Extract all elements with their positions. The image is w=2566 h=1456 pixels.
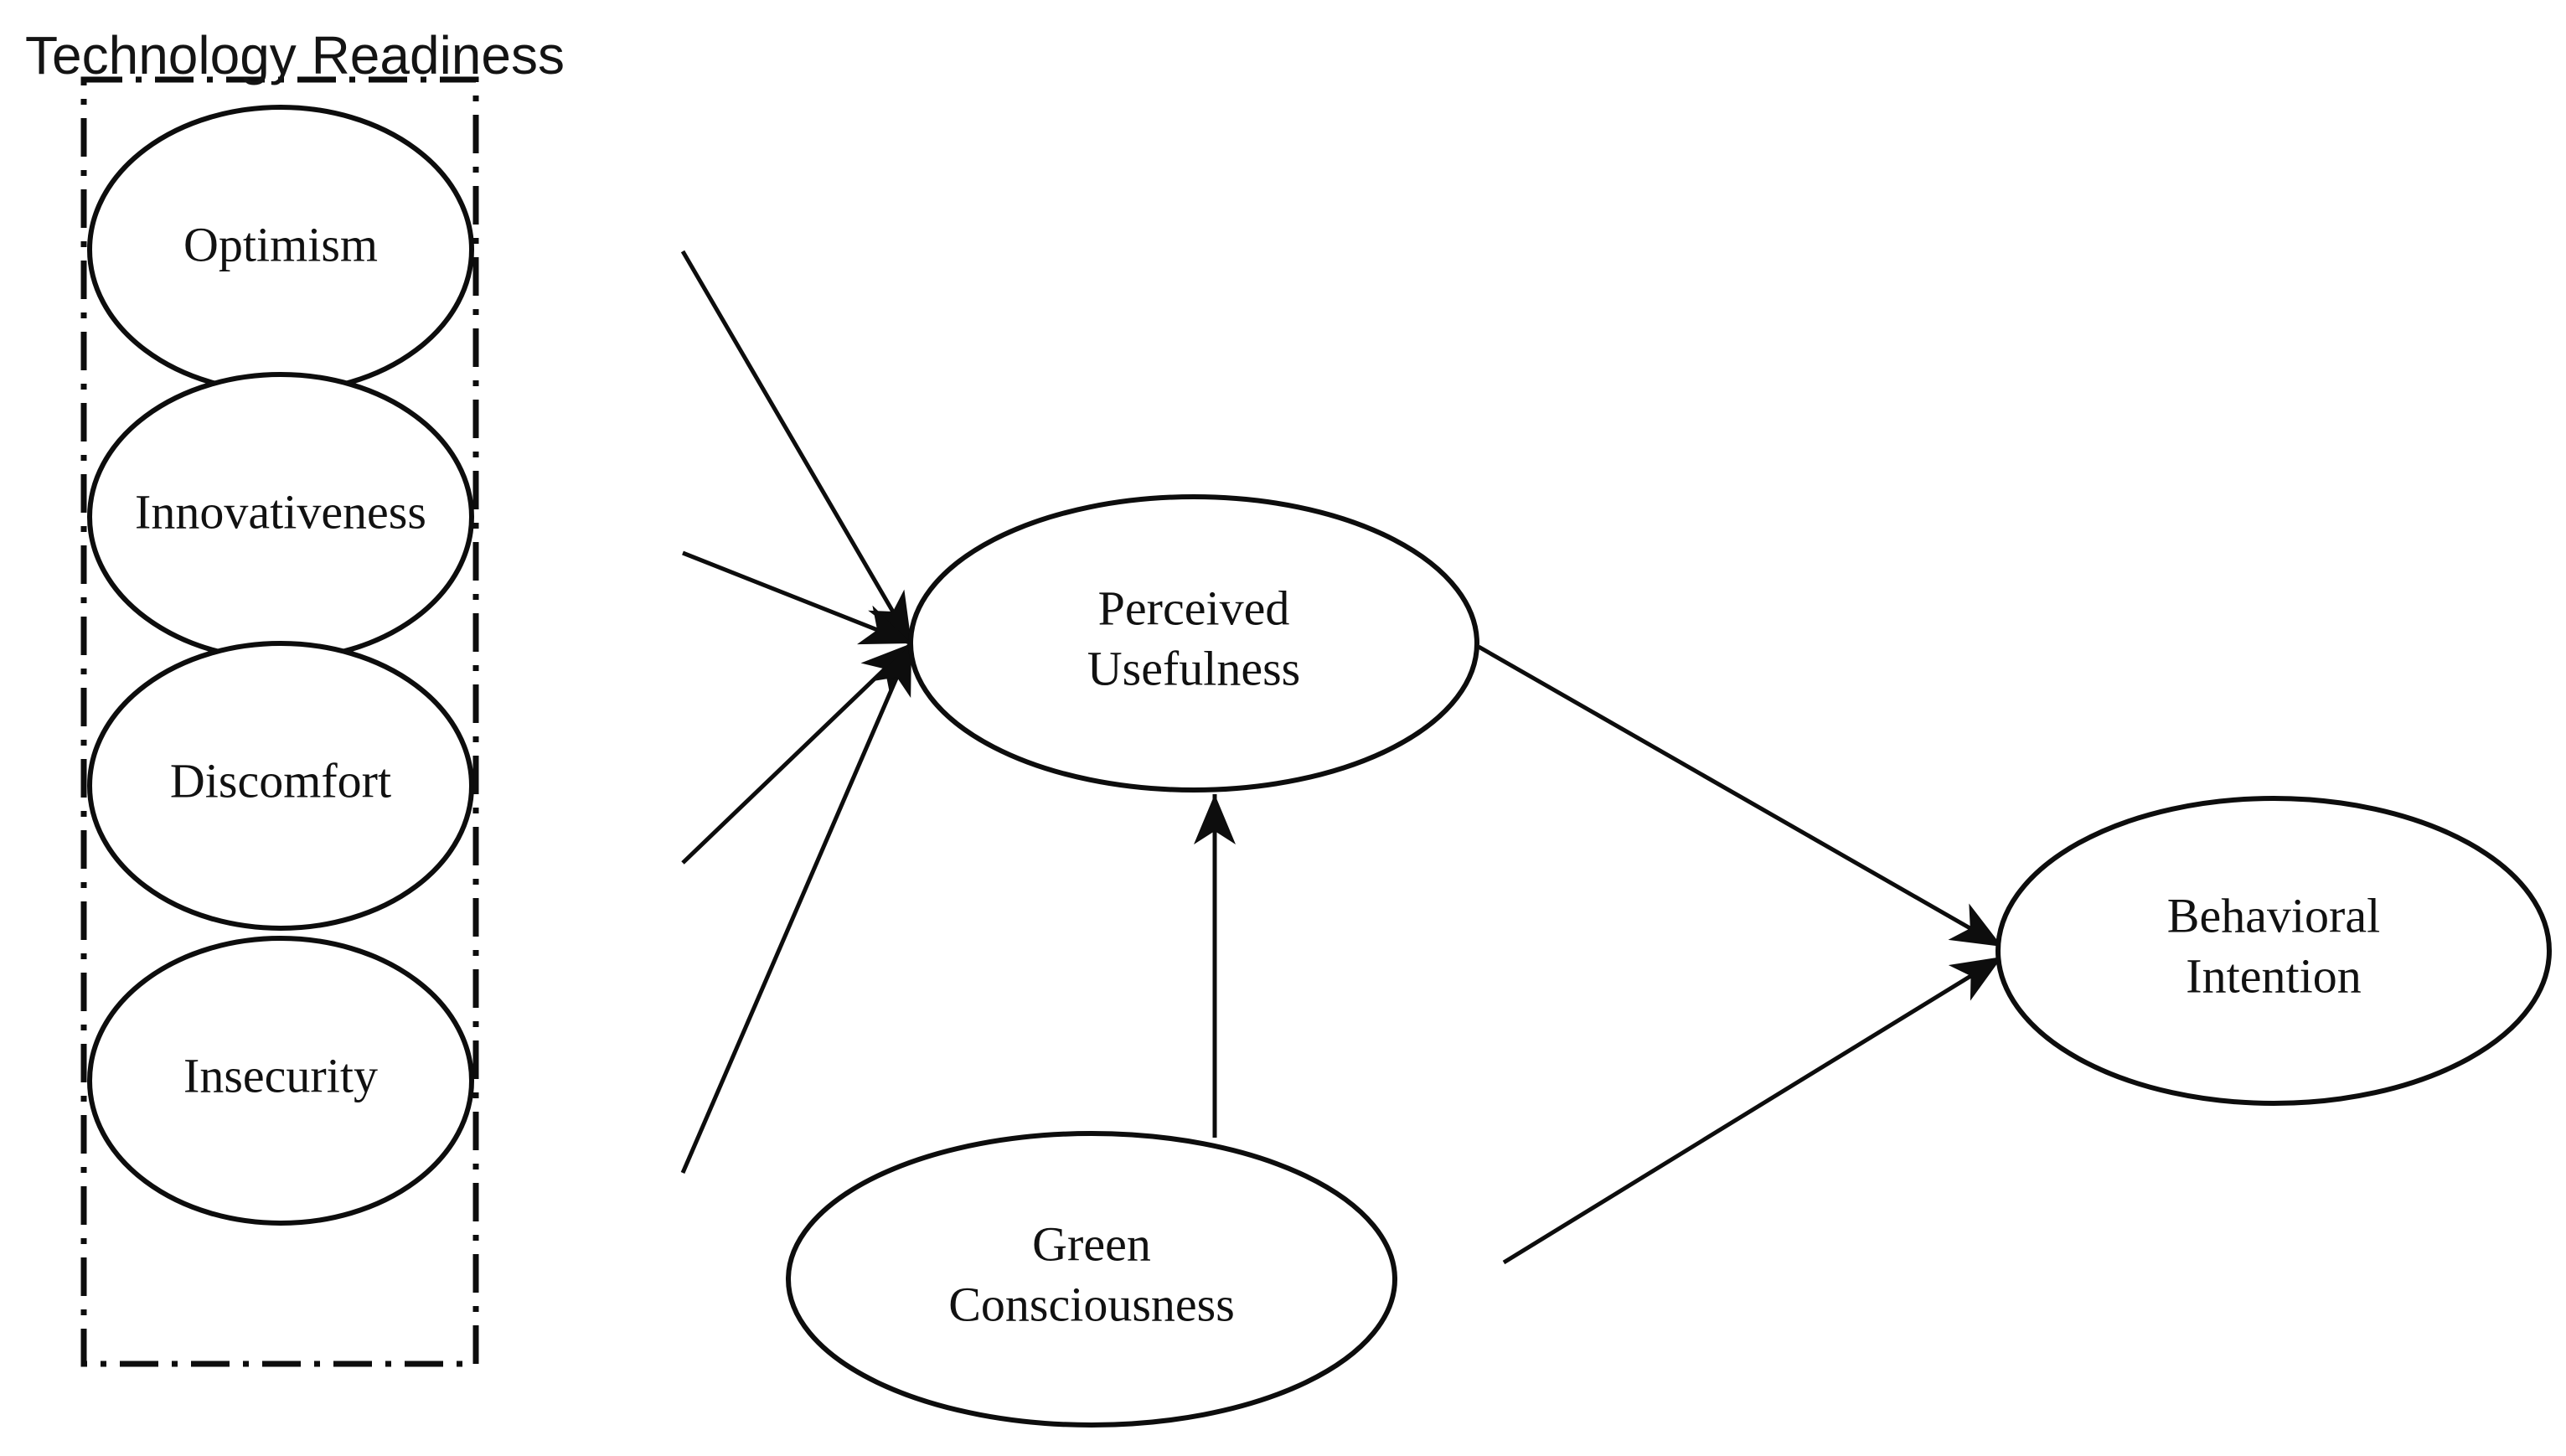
technology-readiness-title: Technology Readiness xyxy=(25,25,565,85)
node-shape-insecurity xyxy=(87,936,474,1226)
node-shape-green_consciousness xyxy=(786,1131,1397,1428)
node-label-perceived_usefulness: Usefulness xyxy=(1087,641,1301,695)
node-insecurity[interactable]: Insecurity xyxy=(87,936,474,1226)
link-layer xyxy=(680,250,2004,1265)
link-pu-to-bi xyxy=(1477,644,2004,949)
link-optimism-to-pu xyxy=(680,250,914,645)
node-label-discomfort: Discomfort xyxy=(170,753,391,808)
node-label-green_consciousness: Green xyxy=(1032,1216,1151,1271)
node-label-innovativeness: Innovativeness xyxy=(135,484,426,539)
node-label-perceived_usefulness: Perceived xyxy=(1098,581,1290,635)
node-discomfort[interactable]: Discomfort xyxy=(87,641,474,931)
node-label-optimism: Optimism xyxy=(183,217,378,271)
node-innovativeness[interactable]: Innovativeness xyxy=(87,372,474,662)
node-shape-discomfort xyxy=(87,641,474,931)
link-discomfort-to-pu xyxy=(681,642,913,865)
node-layer: OptimismInnovativenessDiscomfortInsecuri… xyxy=(87,105,2552,1428)
technology-readiness-group: Technology Readiness xyxy=(25,25,565,1367)
node-optimism[interactable]: Optimism xyxy=(87,105,474,395)
node-shape-behavioral_intention xyxy=(1995,796,2552,1106)
node-label-behavioral_intention: Intention xyxy=(2186,948,2361,1003)
node-label-insecurity: Insecurity xyxy=(183,1048,378,1102)
link-innovativeness-to-pu xyxy=(682,550,912,646)
technology-readiness-frame xyxy=(80,76,479,1367)
node-label-behavioral_intention: Behavioral xyxy=(2167,888,2380,942)
link-green-to-bi xyxy=(1502,954,2004,1265)
node-label-green_consciousness: Consciousness xyxy=(948,1277,1235,1331)
node-shape-perceived_usefulness xyxy=(908,494,1479,793)
link-insecurity-to-pu xyxy=(680,643,914,1174)
